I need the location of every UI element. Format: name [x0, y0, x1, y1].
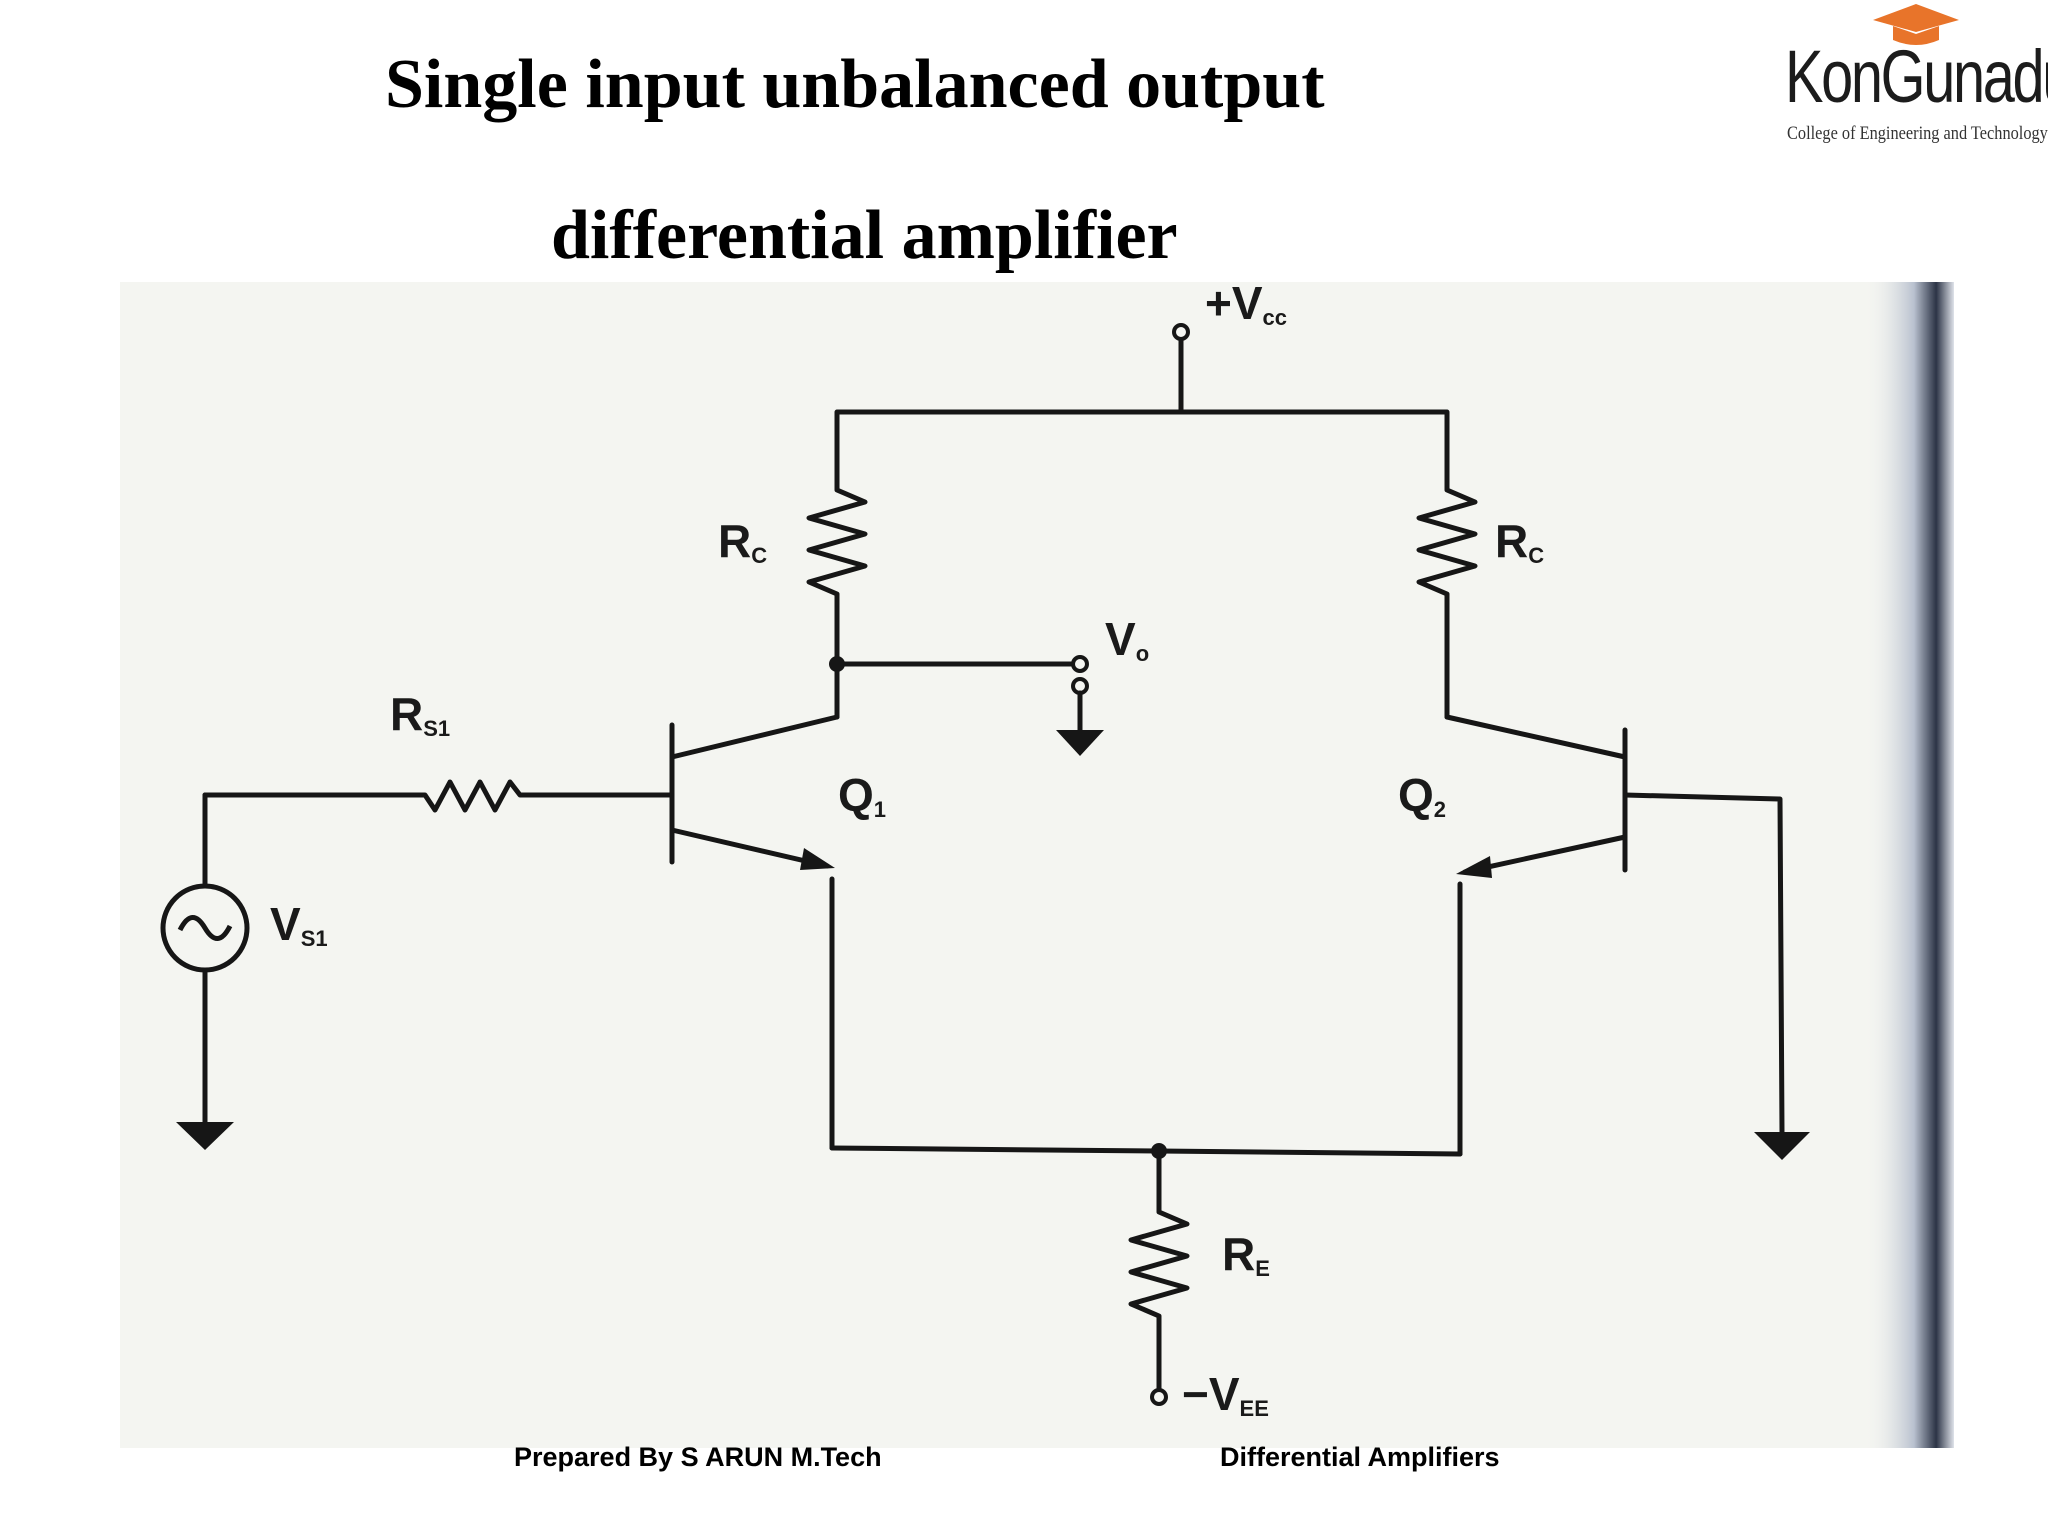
- graduation-cap-icon: [1873, 4, 1959, 45]
- q1-emitter-arrow: [800, 848, 835, 870]
- rc-left-resistor: [806, 477, 868, 608]
- cap-base: [1893, 26, 1939, 45]
- logo-name: KonGunadu: [1785, 35, 2048, 118]
- q1-collector: [669, 714, 840, 760]
- cap-board: [1873, 4, 1959, 32]
- rs1-label: RS1: [390, 688, 451, 741]
- vee-terminal: [1150, 1388, 1168, 1406]
- rc-right-resistor: [1416, 477, 1478, 608]
- vs1-sine-wave: [177, 915, 233, 941]
- vee-label: −VEE: [1182, 1368, 1269, 1421]
- vo-ground-symbol: [1056, 730, 1104, 756]
- circuit-photo: +Vcc RC RC Vo RS1 Q1 Q2 VS1 RE −VEE: [120, 277, 1954, 1448]
- vs1-ground-symbol: [176, 1122, 234, 1150]
- footer-author: Prepared By S ARUN M.Tech: [514, 1442, 882, 1472]
- q1-label: Q1: [838, 769, 887, 822]
- vcc-label: +Vcc: [1205, 277, 1288, 330]
- logo-subtitle: College of Engineering and Technology: [1787, 123, 2048, 144]
- q2-ground-symbol: [1754, 1132, 1810, 1160]
- slide-title-line-1: Single input unbalanced output: [385, 46, 1325, 123]
- q1-emitter: [669, 827, 830, 869]
- q2-collector: [1444, 714, 1628, 760]
- slide-title-line-2: differential amplifier: [551, 197, 1178, 274]
- vo-terminal: [1071, 655, 1089, 673]
- rs1-resistor: [202, 779, 675, 813]
- college-logo: KonGunadu College of Engineering and Tec…: [1775, 0, 2048, 155]
- vo-label: Vo: [1105, 613, 1150, 666]
- re-label: RE: [1222, 1228, 1270, 1281]
- re-resistor: [1128, 1148, 1190, 1393]
- rc-left-label: RC: [718, 515, 768, 568]
- circuit-diagram: [160, 282, 1954, 1448]
- top-rail: [834, 409, 1450, 483]
- vs1-label: VS1: [270, 898, 328, 951]
- q2-base-ground-wire: [1622, 792, 1785, 1135]
- page-binding-shadow: [1865, 282, 1954, 1448]
- q2-emitter: [1462, 834, 1628, 875]
- rc-right-label: RC: [1495, 515, 1545, 568]
- vcc-terminal: [1172, 323, 1190, 341]
- emitter-rail: [829, 1145, 1463, 1157]
- footer-topic: Differential Amplifiers: [1220, 1442, 1500, 1472]
- q2-emitter-arrow: [1456, 856, 1492, 878]
- q2-label: Q2: [1398, 769, 1447, 822]
